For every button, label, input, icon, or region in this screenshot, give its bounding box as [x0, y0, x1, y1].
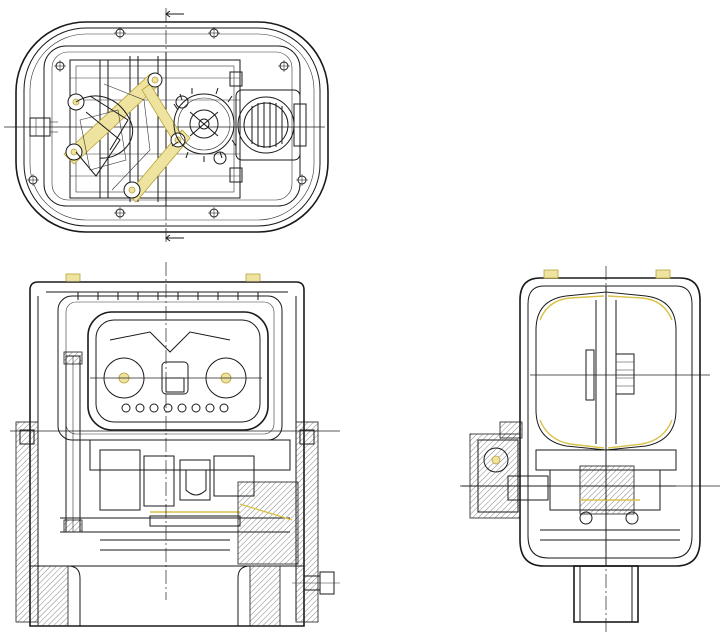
display-window [87, 311, 269, 431]
bolt-holes-top [27, 27, 308, 219]
lower-mechanism [60, 439, 299, 565]
gearbox [535, 449, 680, 541]
front-section-view [10, 262, 340, 627]
side-section-view [460, 266, 720, 634]
top-view [4, 8, 329, 243]
linkage [63, 72, 191, 203]
gear-assembly [171, 87, 237, 165]
indicator-slots [121, 403, 229, 413]
valve-unit [235, 89, 307, 161]
